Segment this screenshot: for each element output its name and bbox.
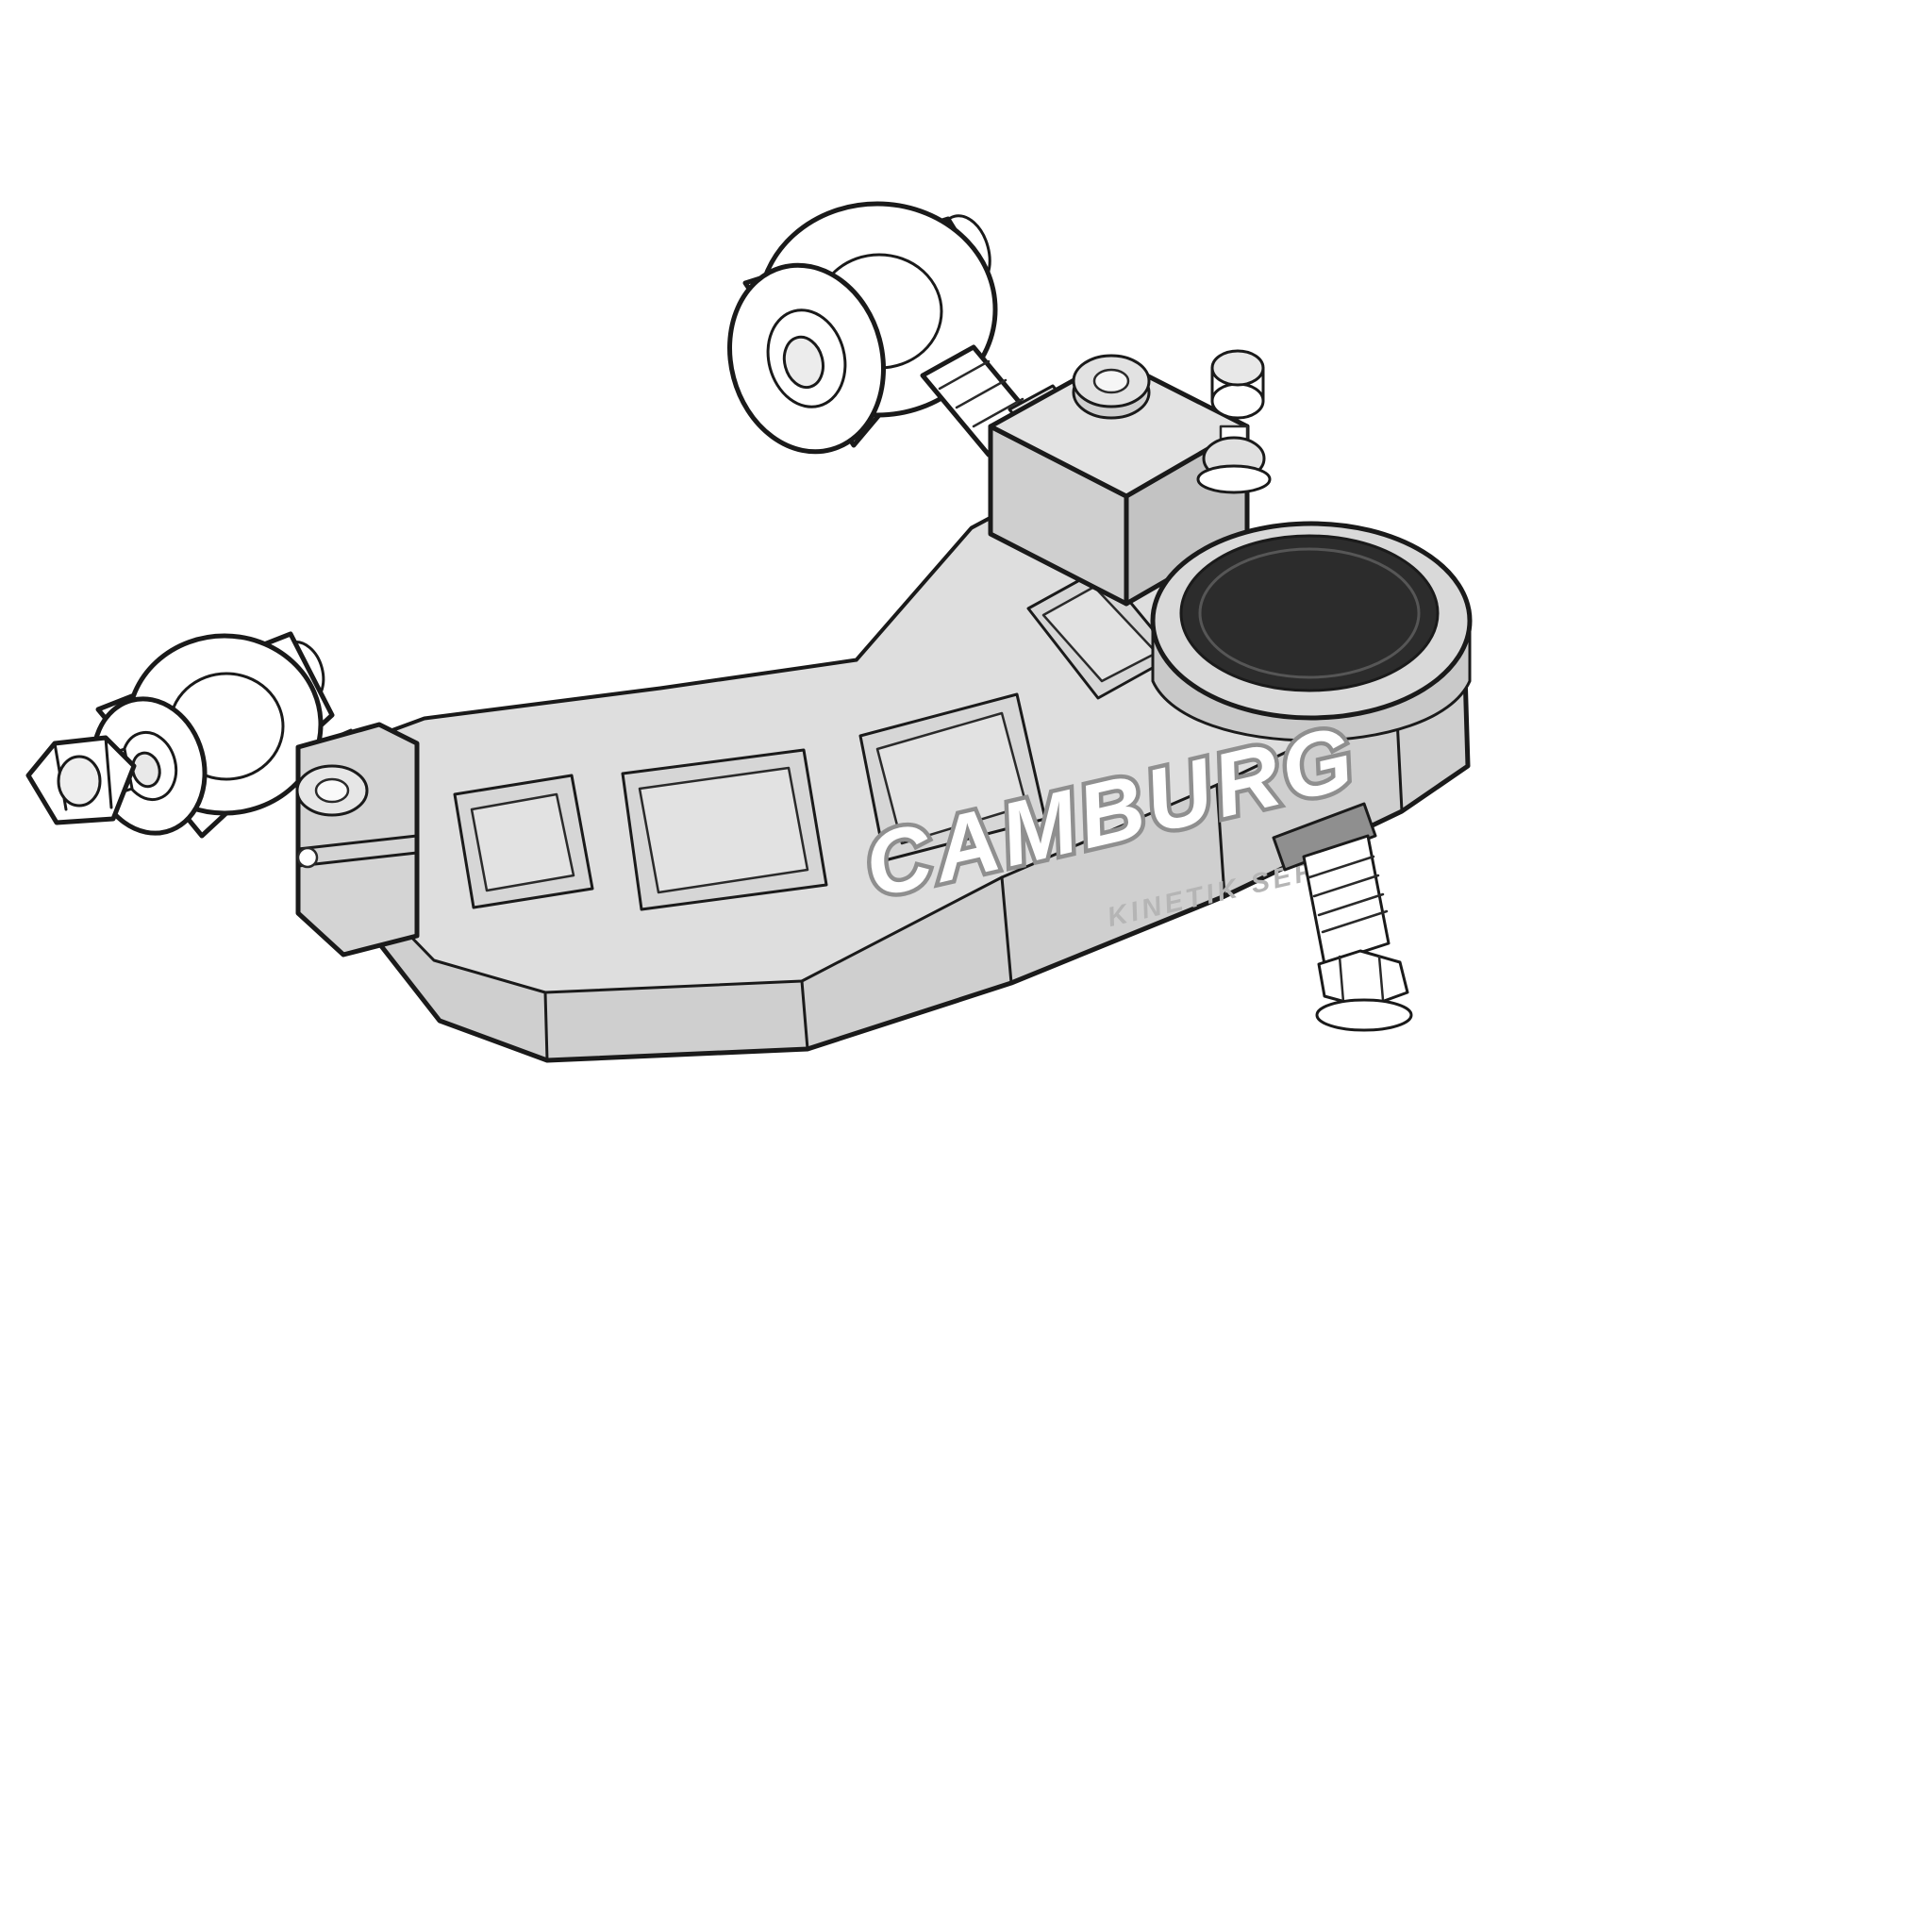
- stud-boot-collar: [1272, 802, 1377, 872]
- left-rod-end: [25, 631, 377, 839]
- arm-facet-seams: [543, 698, 1404, 1062]
- ball-joint-cap: [1179, 534, 1440, 692]
- arm-pocket-3: [858, 692, 1047, 862]
- pivot-block: [988, 349, 1272, 607]
- right-bore-face: [727, 262, 886, 455]
- block-spacer-cylinder: [1210, 349, 1265, 420]
- stud-washer: [1315, 998, 1413, 1032]
- pivot-clamp: [295, 722, 420, 958]
- ball-joint: [1150, 521, 1473, 742]
- arm-pocket-2: [621, 748, 828, 911]
- right-rod-end: [727, 201, 1077, 458]
- arm-pocket-1: [453, 774, 594, 909]
- ball-joint-cap-rim: [1198, 547, 1421, 679]
- block-button-bolt: [1196, 425, 1272, 494]
- clamp-pinch-slot: [296, 834, 419, 868]
- ball-joint-stud: [1272, 802, 1413, 1032]
